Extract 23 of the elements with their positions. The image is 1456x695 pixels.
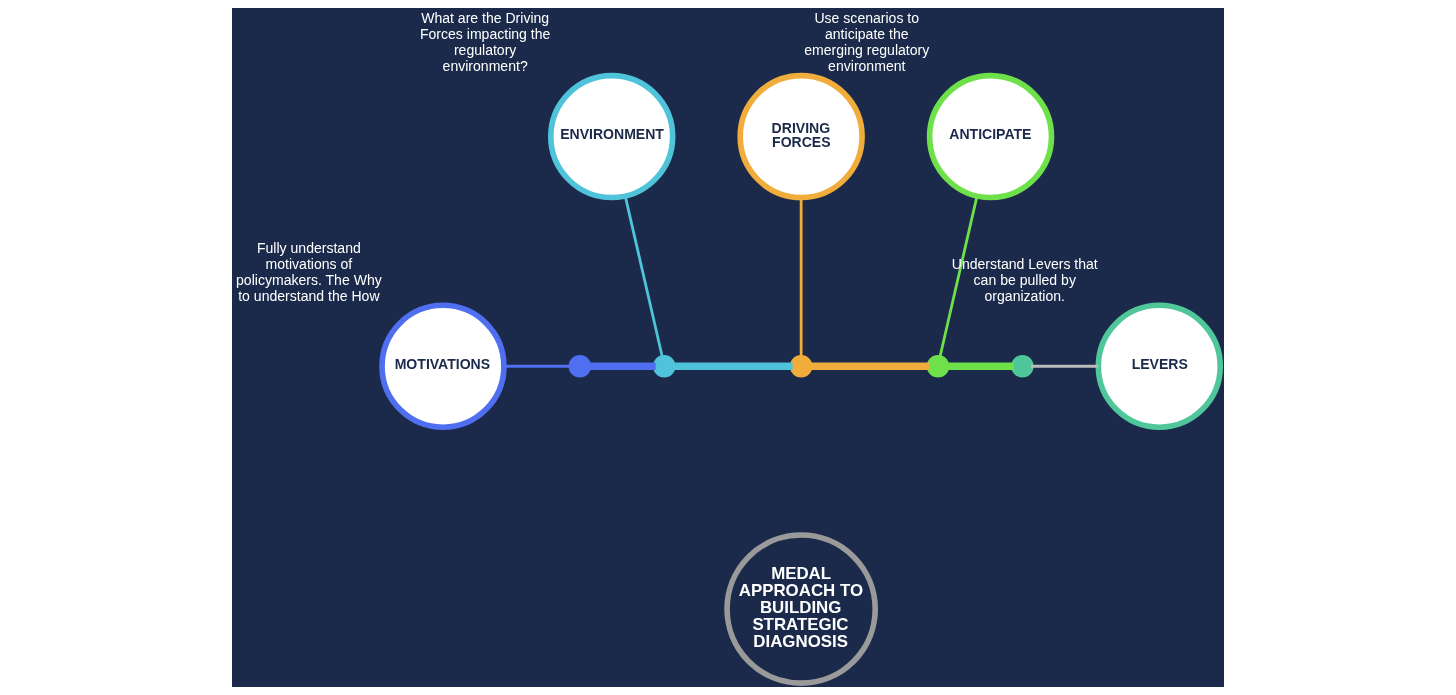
node-circle: MEDAL APPROACH TO BUILDING STRATEGIC DIAGNOSIS [724,532,879,686]
node-label: Use scenarios to anticipate the emerging regulatory environment [804,10,930,74]
connector [672,362,793,370]
connector [809,362,930,370]
connector [946,362,1014,370]
node-circle [926,355,950,378]
node-circle: DRIVING FORCES [737,72,865,201]
node-circle [568,355,592,378]
connector [588,362,656,370]
connector [799,197,803,358]
node-circle: ANTICIPATE [926,72,1055,201]
connector [1030,364,1099,368]
connector [623,195,664,358]
node-circle [653,355,676,378]
connector [503,364,572,368]
node-label: Fully understand motivations of policymakers. The Why to understand the How [236,239,382,304]
node-circle: MOTIVATIONS [379,302,507,430]
node-circle: ENVIRONMENT [547,72,676,201]
node-circle: LEVERS [1095,302,1224,430]
connector [938,195,979,358]
node-circle [789,355,813,378]
node-circle [1011,355,1034,378]
node-label: What are the Driving Forces impacting the regulatory environment? [419,10,551,74]
